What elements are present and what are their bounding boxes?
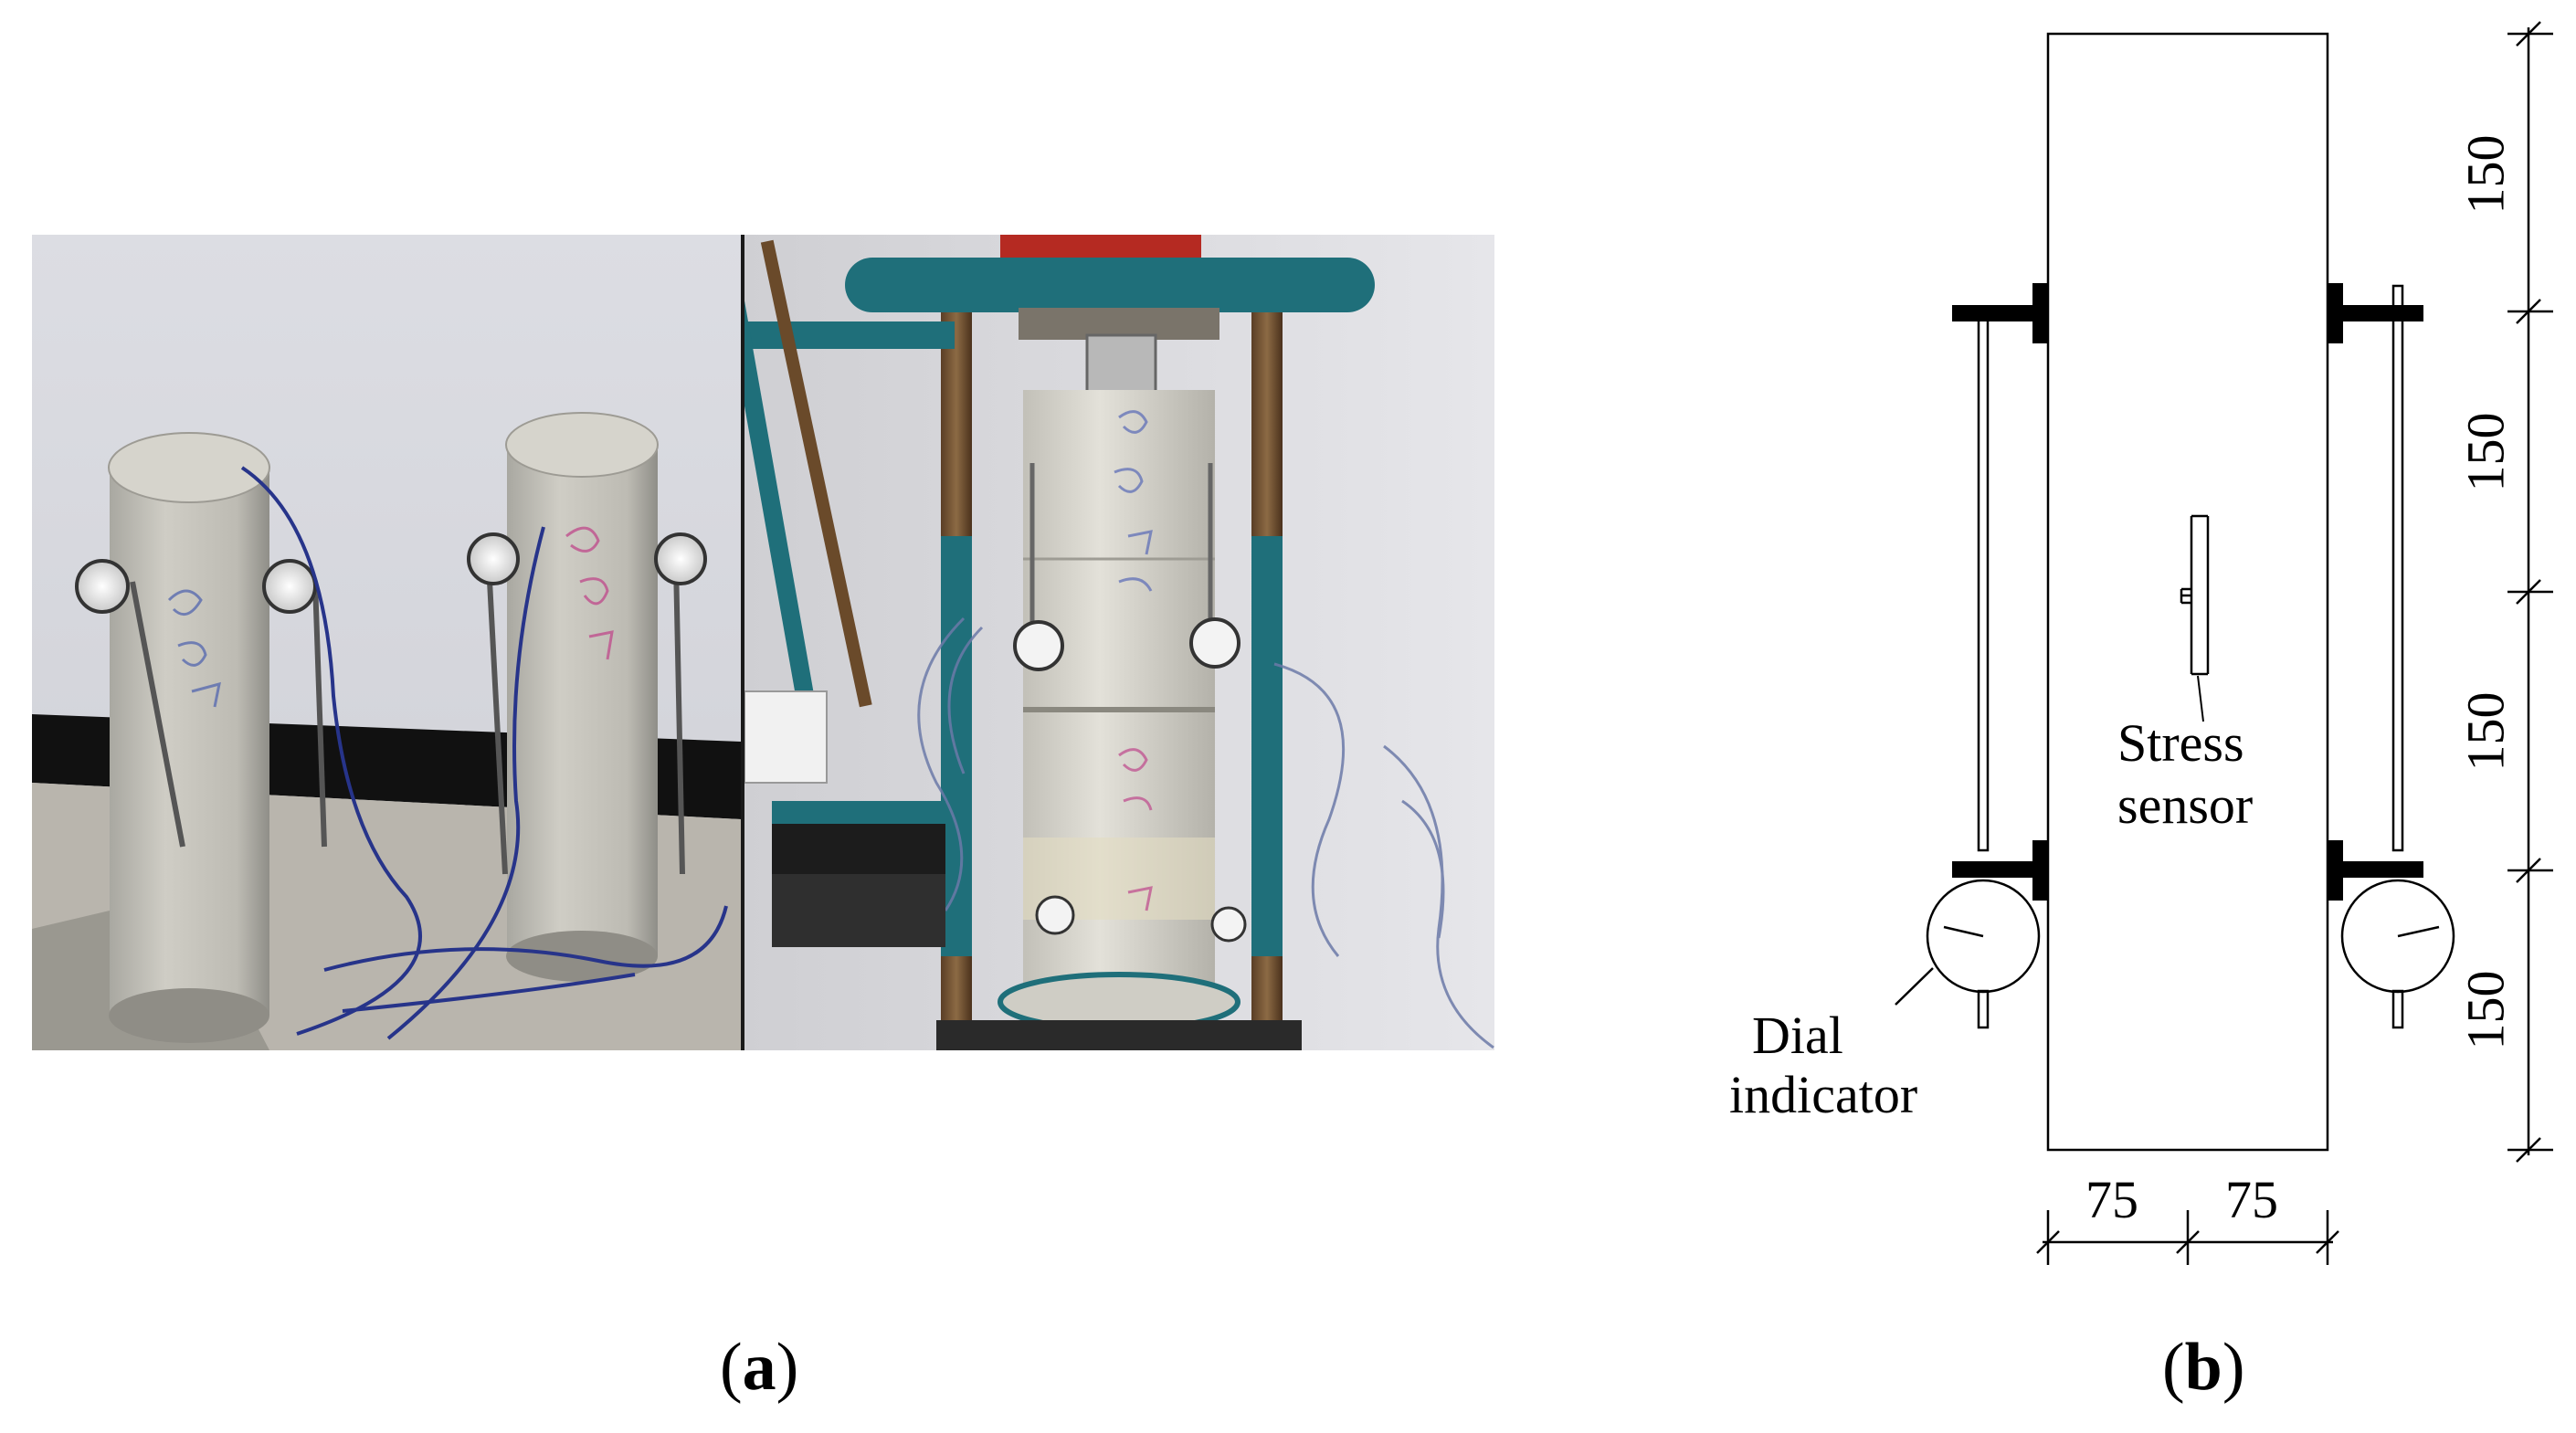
horizontal-dim-label-2: 75 bbox=[2225, 1170, 2278, 1229]
caption-b: (b) bbox=[2162, 1330, 2245, 1405]
left-dial-indicator-icon bbox=[1895, 314, 2041, 1029]
vertical-dim-label-4: 150 bbox=[2455, 970, 2516, 1050]
cylinders-photo-image bbox=[32, 235, 741, 1050]
dial-gauge-icon bbox=[1013, 463, 1247, 943]
vertical-dim-label-3: 150 bbox=[2455, 691, 2516, 772]
stress-sensor-label-line1: Stress bbox=[2117, 713, 2244, 773]
stress-sensor-icon bbox=[2180, 514, 2210, 722]
photo-pair bbox=[32, 235, 1494, 1050]
specimen-outline bbox=[2046, 32, 2329, 1152]
horizontal-dim-label-1: 75 bbox=[2085, 1170, 2138, 1229]
dial-gauge-icon bbox=[75, 532, 707, 875]
loading-frame-photo bbox=[744, 235, 1494, 1050]
cylinders-photo bbox=[32, 235, 741, 1050]
vertical-dim-label-1: 150 bbox=[2455, 134, 2516, 215]
vertical-dim-label-2: 150 bbox=[2455, 412, 2516, 492]
dial-indicator-label-line1: Dial bbox=[1752, 1006, 1843, 1065]
right-dial-indicator-icon bbox=[2340, 284, 2455, 1029]
dial-indicator-label-line2: indicator bbox=[1729, 1065, 1918, 1124]
photo-divider bbox=[741, 235, 744, 1050]
caption-a: (a) bbox=[720, 1330, 799, 1405]
stress-sensor-label-line2: sensor bbox=[2117, 775, 2254, 835]
loading-frame-photo-image bbox=[744, 235, 1494, 1050]
